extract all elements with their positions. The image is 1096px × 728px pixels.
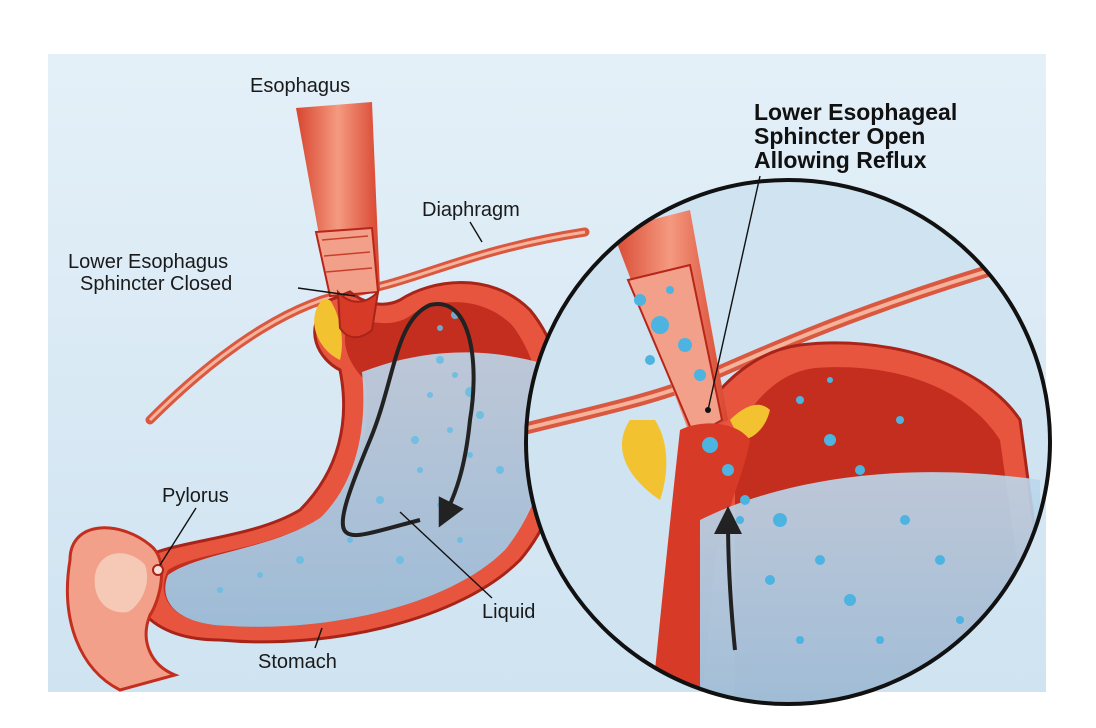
leader-diaphragm xyxy=(469,221,483,243)
flow-arrow xyxy=(340,302,476,538)
label-pylorus: Pylorus xyxy=(162,485,229,507)
leader-stomach xyxy=(314,627,323,649)
leader-liquid xyxy=(399,511,493,599)
label-les-closed-2: Sphincter Closed xyxy=(80,273,232,295)
label-esophagus: Esophagus xyxy=(250,75,350,97)
stomach-liquid xyxy=(165,352,553,627)
label-les-open-1: Lower Esophageal xyxy=(754,99,957,125)
label-les-open-3: Allowing Reflux xyxy=(754,147,927,173)
label-diaphragm: Diaphragm xyxy=(422,199,520,221)
inset-circle-border xyxy=(524,178,1052,706)
stomach-illustration xyxy=(65,102,590,692)
leader-les-closed xyxy=(297,287,356,297)
leader-les-open-dot xyxy=(705,407,711,413)
label-liquid: Liquid xyxy=(482,601,535,623)
liquid-bubbles xyxy=(217,311,504,593)
label-les-open-2: Sphincter Open xyxy=(754,123,925,149)
inset-circle xyxy=(524,178,1052,706)
pylorus-point xyxy=(152,564,164,576)
label-stomach: Stomach xyxy=(258,651,337,673)
leader-pylorus xyxy=(159,507,197,566)
leader-les-open xyxy=(707,175,761,411)
label-les-closed-1: Lower Esophagus xyxy=(68,251,228,273)
